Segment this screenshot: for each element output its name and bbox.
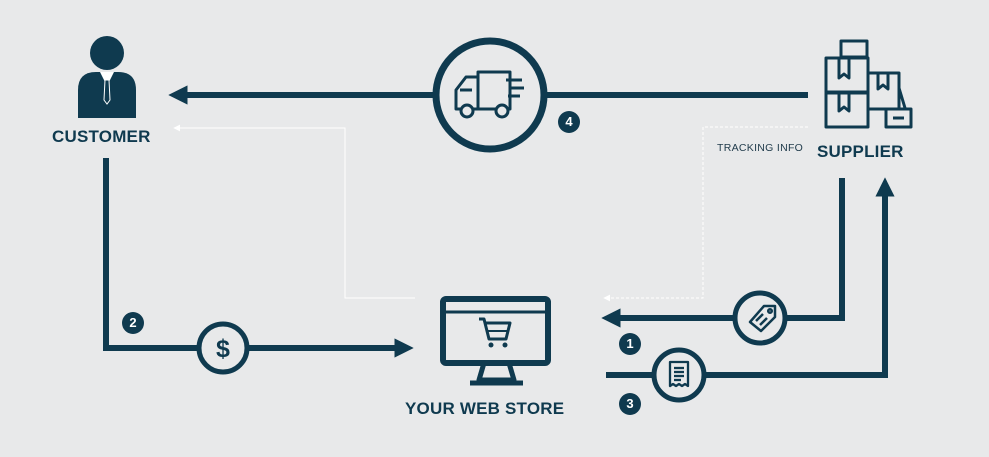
supplier-label: SUPPLIER xyxy=(817,142,904,161)
order-to-store-arrow-line xyxy=(601,178,845,328)
step-badge-3: 3 xyxy=(619,393,641,415)
payment-arrow-line xyxy=(103,158,414,358)
web-store-label: YOUR WEB STORE xyxy=(405,399,565,418)
tracking-info-label: TRACKING INFO xyxy=(717,142,804,154)
svg-text:$: $ xyxy=(216,335,230,363)
step-badge-2: 2 xyxy=(122,312,144,334)
store-to-customer-info-line xyxy=(173,124,415,299)
price-tag-icon xyxy=(732,290,788,346)
customer-label: CUSTOMER xyxy=(52,127,151,146)
delivery-truck-icon xyxy=(432,37,548,153)
dollar-icon: $ xyxy=(196,321,250,375)
step-badge-1: 1 xyxy=(619,333,641,355)
stacked-boxes-icon xyxy=(824,39,913,129)
monitor-cart-icon xyxy=(440,296,551,386)
receipt-icon xyxy=(651,347,707,403)
tracking-info-line xyxy=(603,126,808,302)
step-badge-4: 4 xyxy=(558,111,580,133)
info-connectors xyxy=(173,124,808,302)
businessman-icon xyxy=(78,36,136,118)
